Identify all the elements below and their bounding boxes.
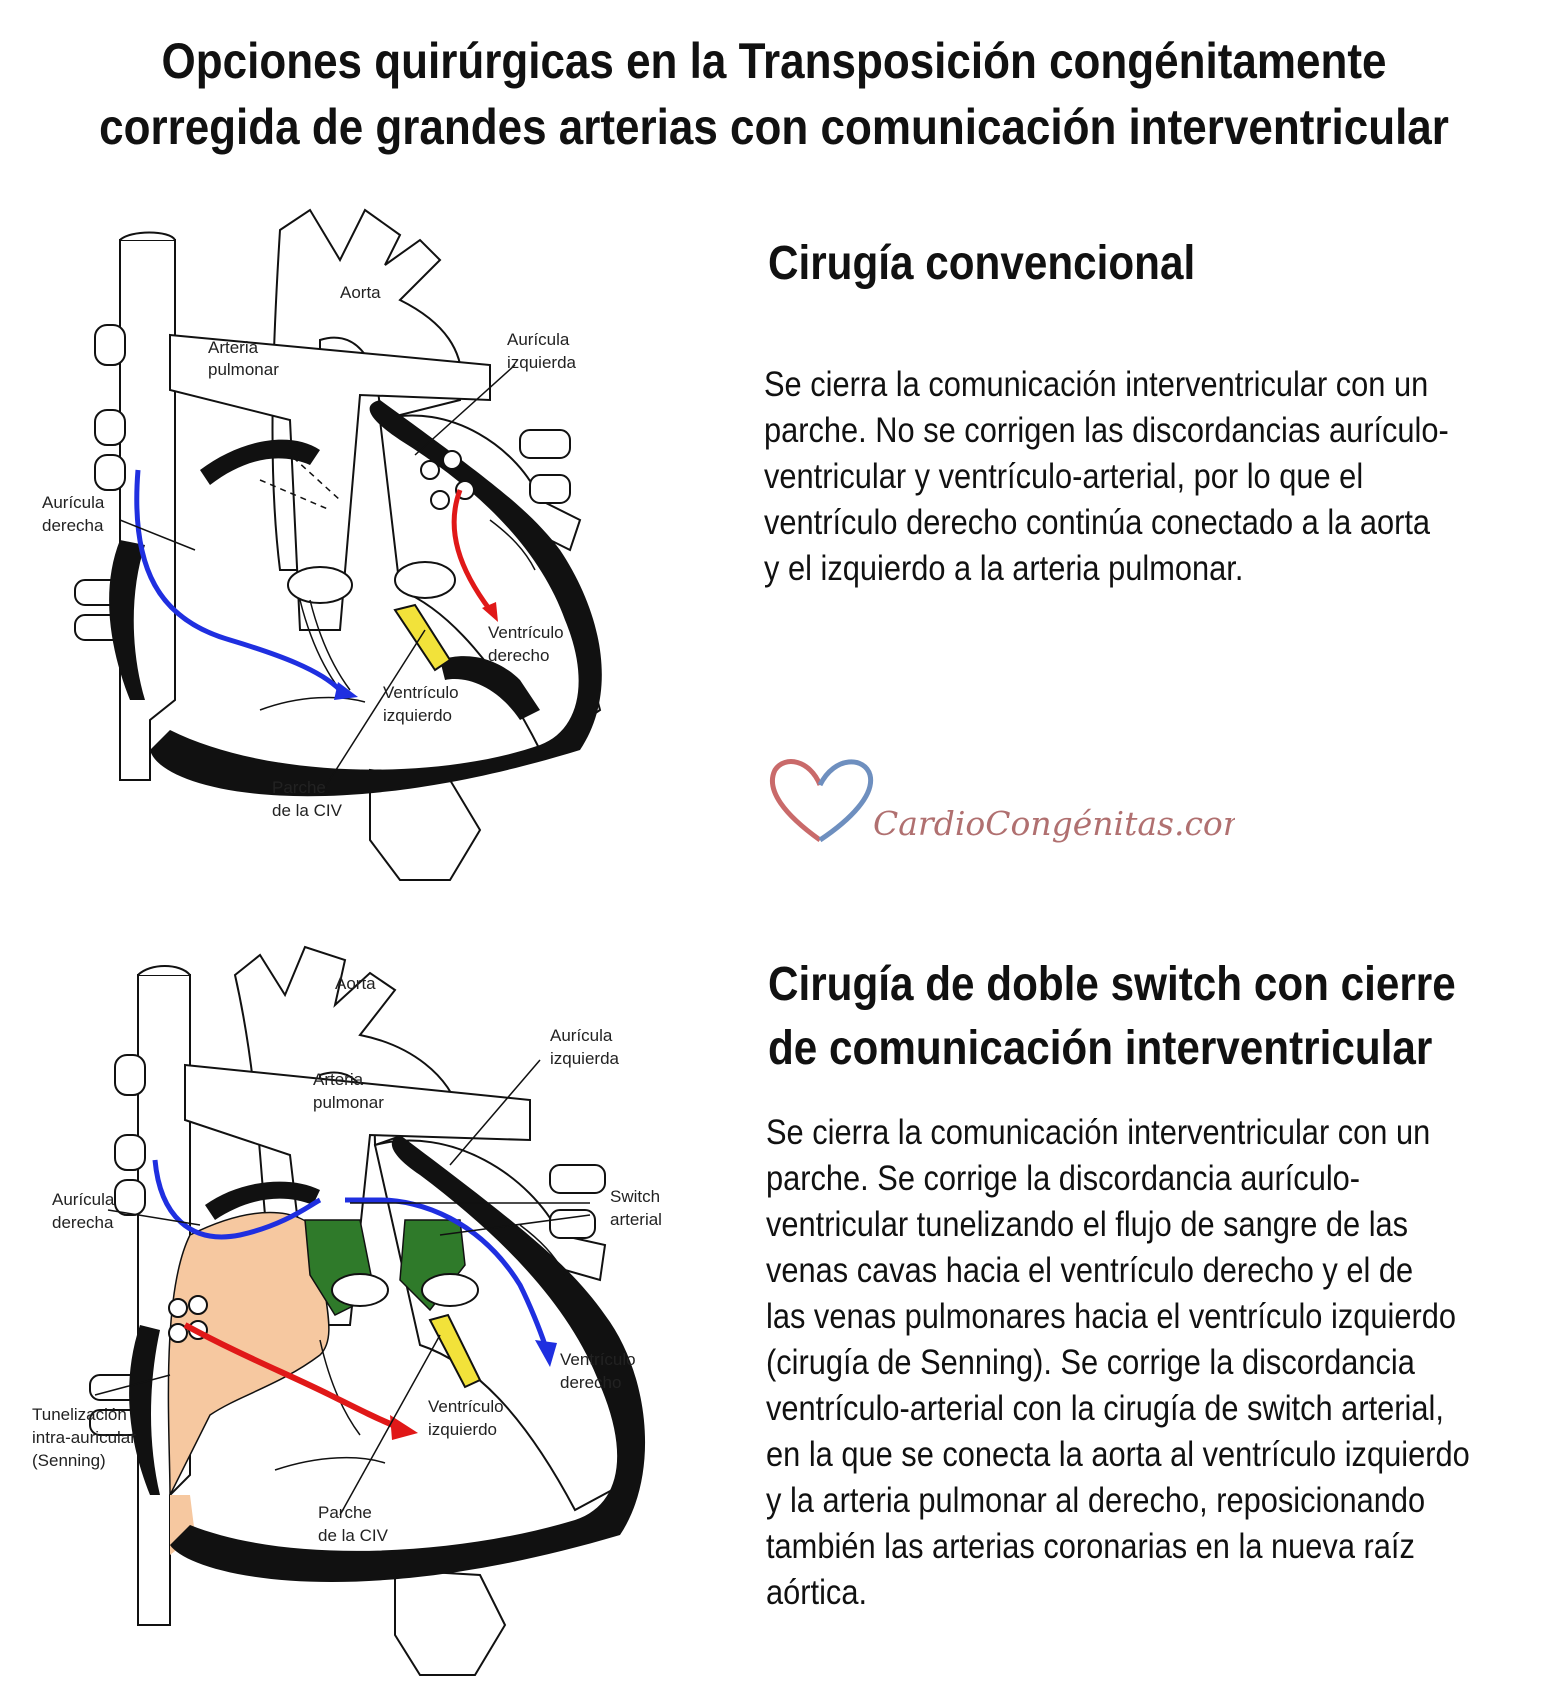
label-arteria-1: Arteria [208, 338, 259, 357]
label-parche-2: de la CIV [318, 1526, 389, 1545]
label-auri-der-1: Aurícula [42, 493, 105, 512]
paragraph-line: y la arteria pulmonar al derecho, reposi… [766, 1481, 1426, 1520]
label-auri-izq-2: izquierda [550, 1049, 620, 1068]
label-auri-izq-1: Aurícula [550, 1026, 613, 1045]
paragraph-line: Se cierra la comunicación interventricul… [764, 365, 1429, 404]
label-arteria-2: pulmonar [313, 1093, 384, 1112]
heading-conventional: Cirugía convencional [768, 237, 1196, 290]
label-vd-1: Ventrículo [560, 1350, 636, 1369]
paragraph-line: ventrículo-arterial con la cirugía de sw… [766, 1389, 1444, 1428]
paragraph-line: parche. No se corrigen las discordancias… [764, 411, 1449, 450]
paragraph-line: en la que se conecta la aorta al ventríc… [766, 1435, 1470, 1474]
label-vi-2: izquierdo [428, 1420, 497, 1439]
title-line-1: Opciones quirúrgicas en la Transposición… [161, 33, 1387, 89]
title-line-2: corregida de grandes arterias con comuni… [99, 99, 1449, 155]
paragraph-line: (cirugía de Senning). Se corrige la disc… [766, 1343, 1415, 1382]
heading-line: de comunicación interventricular [768, 1022, 1433, 1075]
label-vd-2: derecho [560, 1373, 621, 1392]
label-switch-1: Switch [610, 1187, 660, 1206]
label-tunel-2: intra-auricular [32, 1428, 136, 1447]
label-parche-2: de la CIV [272, 801, 343, 820]
paragraph-line: Se cierra la comunicación interventricul… [766, 1113, 1431, 1152]
paragraph-line: ventricular y ventrículo-arterial, por l… [764, 457, 1364, 496]
cardiocongenitas-logo: CardioCongénitas.com.ar [769, 759, 1235, 843]
paragraph-line: parche. Se corrige la discordancia auríc… [766, 1159, 1361, 1198]
label-aorta: Aorta [335, 974, 376, 993]
label-auri-der-2: derecha [52, 1213, 114, 1232]
paragraph-line: venas cavas hacia el ventrículo derecho … [766, 1251, 1414, 1290]
paragraph-double-switch: Se cierra la comunicación interventricul… [766, 1110, 1470, 1616]
label-vi-1: Ventrículo [383, 683, 459, 702]
label-vd-1: Ventrículo [488, 623, 564, 642]
label-parche-1: Parche [272, 778, 326, 797]
label-vi-1: Ventrículo [428, 1397, 504, 1416]
label-switch-2: arterial [610, 1210, 662, 1229]
label-auri-izq-2: izquierda [507, 353, 577, 372]
label-arteria-1: Arteria [313, 1070, 364, 1089]
label-tunel-1: Tunelización [32, 1405, 127, 1424]
heading-line: Cirugía de doble switch con cierre [768, 958, 1456, 1011]
label-auri-der-1: Aurícula [52, 1190, 115, 1209]
label-parche-1: Parche [318, 1503, 372, 1522]
paragraph-line: ventricular tunelizando el flujo de sang… [766, 1205, 1409, 1244]
label-tunel-3: (Senning) [32, 1451, 106, 1470]
paragraph-line: aórtica. [766, 1573, 868, 1612]
paragraph-conventional: Se cierra la comunicación interventricul… [764, 362, 1449, 592]
label-auri-der-2: derecha [42, 516, 104, 535]
label-vd-2: derecho [488, 646, 549, 665]
heading-double-switch: Cirugía de doble switch con cierre de co… [768, 953, 1456, 1081]
paragraph-line: también las arterias coronarias en la nu… [766, 1527, 1415, 1566]
heart-diagram-conventional: Aorta Arteria pulmonar Aurícula izquierd… [42, 208, 602, 881]
label-aorta: Aorta [340, 283, 381, 302]
label-auri-izq-1: Aurícula [507, 330, 570, 349]
label-arteria-2: pulmonar [208, 360, 279, 379]
heart-logo-icon [769, 759, 823, 843]
heart-diagram-double-switch: Aorta Arteria pulmonar Aurícula izquierd… [32, 945, 662, 1676]
logo-text: CardioCongénitas.com.ar [873, 804, 1235, 843]
paragraph-line: ventrículo derecho continúa conectado a … [764, 503, 1431, 542]
paragraph-line: las venas pulmonares hacia el ventrículo… [766, 1297, 1456, 1336]
paragraph-line: y el izquierdo a la arteria pulmonar. [764, 549, 1244, 588]
label-vi-2: izquierdo [383, 706, 452, 725]
page-title: Opciones quirúrgicas en la Transposición… [93, 28, 1455, 160]
